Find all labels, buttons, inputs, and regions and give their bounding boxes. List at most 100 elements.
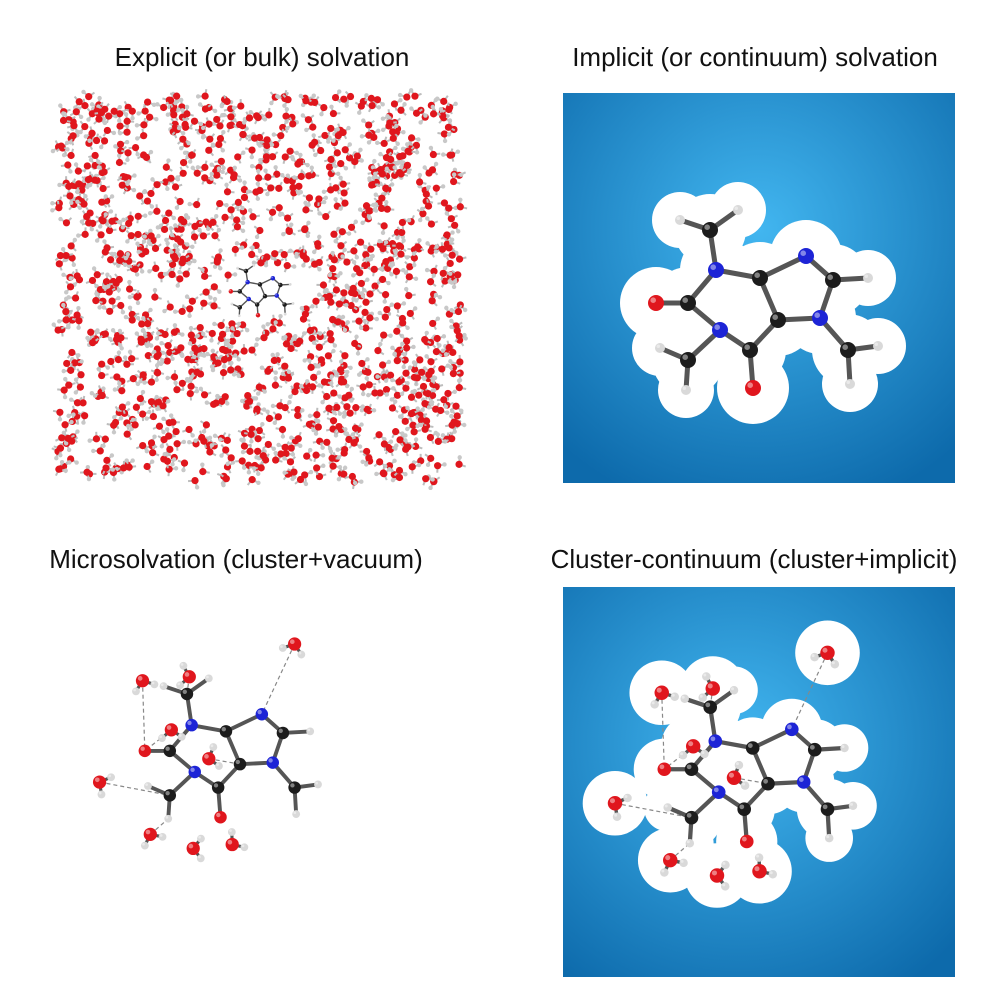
hydrogen-atom bbox=[359, 479, 364, 484]
hydrogen-atom-highlight bbox=[680, 859, 684, 863]
oxygen-atom bbox=[161, 178, 170, 186]
hydrogen-atom bbox=[142, 234, 147, 239]
oxygen-atom bbox=[365, 454, 373, 462]
hydrogen-atom bbox=[306, 727, 315, 736]
oxygen-atom bbox=[419, 382, 428, 391]
oxygen-atom bbox=[186, 305, 194, 313]
hydrogen-atom bbox=[57, 319, 62, 324]
oxygen-atom bbox=[110, 107, 118, 115]
hydrogen-atom bbox=[612, 812, 622, 821]
hydrogen-atom bbox=[338, 206, 343, 211]
oxygen-atom bbox=[419, 210, 427, 218]
oxygen-atom bbox=[375, 431, 383, 439]
hydrogen-atom bbox=[443, 352, 449, 357]
hydrogen-atom bbox=[740, 781, 750, 790]
hydrogen-atom bbox=[173, 380, 178, 386]
hydrogen-atom bbox=[377, 238, 382, 244]
hydrogen-atom bbox=[127, 349, 133, 355]
oxygen-atom bbox=[83, 468, 91, 476]
hydrogen-atom bbox=[754, 853, 764, 862]
hydrogen-atom bbox=[256, 168, 261, 174]
oxygen-atom bbox=[96, 447, 104, 455]
hydrogen-atom bbox=[255, 391, 261, 396]
hydrogen-atom bbox=[88, 157, 94, 163]
hydrogen-atom bbox=[405, 405, 410, 411]
oxygen-atom bbox=[340, 378, 348, 386]
oxygen-atom bbox=[286, 147, 294, 155]
hydrogen-atom bbox=[66, 447, 72, 453]
oxygen-atom bbox=[327, 155, 335, 164]
oxygen-atom bbox=[341, 352, 349, 360]
oxygen-atom bbox=[287, 637, 302, 651]
oxygen-atom bbox=[368, 102, 376, 110]
oxygen-atom bbox=[311, 98, 319, 106]
hydrogen-atom bbox=[188, 325, 194, 331]
hydrogen-atom bbox=[415, 406, 420, 411]
oxygen-atom bbox=[167, 174, 175, 182]
oxygen-atom bbox=[429, 110, 438, 118]
oxygen-atom bbox=[215, 140, 223, 149]
oxygen-atom bbox=[446, 259, 454, 268]
hydrogen-atom bbox=[287, 399, 292, 405]
hydrogen-atom-highlight bbox=[614, 813, 618, 817]
hydrogen-atom bbox=[249, 154, 255, 160]
oxygen-atom bbox=[392, 428, 400, 436]
hydrogen-atom bbox=[332, 343, 338, 348]
oxygen-atom bbox=[393, 302, 401, 310]
oxygen-atom bbox=[223, 436, 231, 444]
hydrogen-atom bbox=[209, 443, 215, 448]
hydrogen-atom bbox=[187, 159, 193, 164]
oxygen-atom bbox=[186, 389, 194, 398]
hydrogen-atom bbox=[241, 438, 246, 443]
hydrogen-atom-highlight bbox=[198, 855, 201, 859]
hydrogen-atom bbox=[192, 354, 197, 360]
oxygen-atom bbox=[739, 834, 754, 849]
hydrogen-atom bbox=[313, 152, 318, 158]
nitrogen-atom bbox=[255, 708, 269, 721]
oxygen-atom bbox=[434, 462, 442, 470]
oxygen-atom bbox=[186, 841, 200, 856]
oxygen-atom bbox=[254, 435, 262, 443]
hydrogen-atom bbox=[430, 477, 435, 482]
hydrogen-atom bbox=[320, 296, 325, 302]
hydrogen-atom bbox=[165, 112, 171, 117]
nitrogen-atom bbox=[785, 722, 799, 737]
hydrogen-atom bbox=[453, 279, 458, 284]
oxygen-atom bbox=[351, 158, 359, 166]
oxygen-atom bbox=[56, 444, 65, 452]
nitrogen-atom bbox=[270, 276, 276, 281]
oxygen-atom bbox=[430, 267, 438, 275]
hydrogen-atom bbox=[317, 383, 322, 388]
nitrogen-atom bbox=[274, 293, 279, 298]
oxygen-atom bbox=[282, 449, 290, 458]
implicit-solvation-title: Implicit (or continuum) solvation bbox=[572, 42, 938, 72]
hydrogen-atom bbox=[278, 313, 283, 319]
hydrogen-atom bbox=[359, 134, 365, 139]
oxygen-atom bbox=[370, 265, 378, 273]
oxygen-atom bbox=[212, 399, 220, 407]
hydrogen-atom bbox=[109, 453, 115, 458]
hydrogen-atom bbox=[281, 232, 286, 237]
oxygen-atom bbox=[70, 122, 78, 130]
hydrogen-atom bbox=[102, 120, 108, 126]
hydrogen-atom bbox=[404, 286, 409, 292]
oxygen-atom bbox=[311, 138, 319, 146]
oxygen-atom bbox=[143, 462, 151, 471]
oxygen-atom bbox=[429, 150, 437, 159]
hydrogen-atom bbox=[311, 133, 316, 138]
hydrogen-atom bbox=[356, 372, 362, 377]
hydrogen-atom bbox=[134, 123, 140, 128]
hydrogen-atom bbox=[201, 133, 206, 139]
carbon-atom-highlight bbox=[221, 727, 226, 732]
oxygen-atom bbox=[71, 359, 79, 367]
hydrogen-atom bbox=[155, 406, 160, 412]
oxygen-atom bbox=[179, 169, 187, 177]
hydrogen-atom bbox=[392, 165, 397, 170]
oxygen-atom bbox=[427, 220, 436, 228]
hydrogen-atom bbox=[412, 388, 417, 394]
oxygen-atom bbox=[103, 244, 111, 252]
hydrogen-atom bbox=[179, 352, 185, 357]
hydrogen-atom bbox=[400, 341, 405, 346]
oxygen-atom bbox=[351, 339, 359, 348]
oxygen-atom bbox=[210, 353, 218, 361]
